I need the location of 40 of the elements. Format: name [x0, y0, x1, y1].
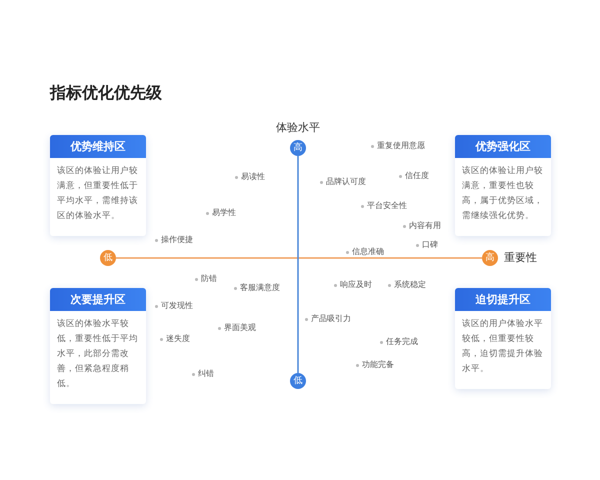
quadrant-card	[455, 288, 551, 389]
card-text: 该区的用户体验水平较低，但重要性较高，迫切需提升体验水平。	[461, 318, 544, 376]
diagram-title: 指标优化优先级	[50, 83, 162, 104]
axis-end-label: 高	[290, 140, 306, 156]
metric-label: 操作便捷	[155, 234, 193, 246]
card-heading: 优势维持区	[50, 135, 146, 158]
card-text: 该区的体验水平较低，重要性低于平均水平，此部分需改善，但紧急程度稍低。	[56, 318, 139, 391]
card-text: 该区的体验让用户较满意，重要性也较高，属于优势区域，需继续强化优势。	[461, 164, 544, 223]
metric-label: 任务完成	[380, 336, 418, 348]
metric-label: 系统稳定	[388, 279, 426, 291]
card-heading: 迫切提升区	[455, 288, 551, 311]
card-heading: 优势强化区	[455, 135, 551, 158]
metric-label: 易学性	[206, 207, 236, 219]
metric-label: 信息准确	[346, 246, 384, 258]
metric-label: 纠错	[192, 368, 214, 380]
axis-end-label: 低	[100, 250, 116, 266]
metric-label: 品牌认可度	[320, 176, 366, 188]
metric-label: 口碑	[416, 239, 438, 251]
metric-label: 易读性	[235, 171, 265, 183]
metric-label: 功能完备	[356, 359, 394, 371]
metric-label: 内容有用	[403, 220, 441, 232]
axis-title: 体验水平	[276, 121, 320, 135]
quadrant-card	[455, 135, 551, 236]
card-text: 该区的体验让用户较满意，但重要性低于平均水平，需维持该区的体验水平。	[56, 164, 139, 223]
metric-label: 信任度	[399, 170, 429, 182]
metric-label: 平台安全性	[361, 200, 407, 212]
axis-end-label: 低	[290, 373, 306, 389]
metric-label: 重复使用意愿	[371, 140, 425, 152]
card-heading: 次要提升区	[50, 288, 146, 311]
axis-end-label: 高	[482, 250, 498, 266]
quadrant-card	[50, 135, 146, 236]
metric-label: 界面美观	[218, 322, 256, 334]
metric-label: 响应及时	[334, 279, 372, 291]
metric-label: 客服满意度	[234, 282, 280, 294]
quadrant-card	[50, 288, 146, 404]
axis-title: 重要性	[504, 251, 537, 265]
metric-label: 迷失度	[160, 333, 190, 345]
metric-label: 可发现性	[155, 300, 193, 312]
metric-label: 产品吸引力	[305, 313, 351, 325]
metric-label: 防错	[195, 273, 217, 285]
